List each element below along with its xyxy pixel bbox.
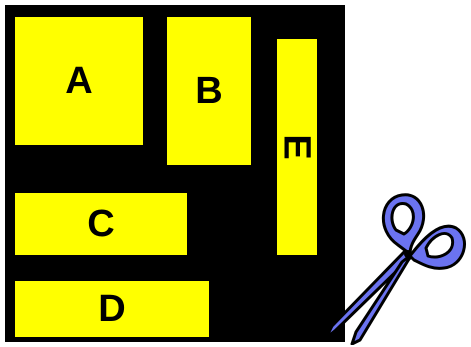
piece-b-label: B: [195, 72, 222, 110]
scissors-pivot: [404, 250, 412, 258]
piece-d-label: D: [98, 290, 125, 328]
grid-board: A B E C D: [5, 5, 345, 342]
piece-b: B: [165, 15, 253, 167]
piece-e: E: [275, 37, 319, 257]
piece-a: A: [13, 15, 145, 147]
piece-c-label: C: [87, 205, 114, 243]
piece-e-label: E: [278, 134, 316, 159]
piece-c: C: [13, 191, 189, 257]
piece-d: D: [13, 279, 211, 339]
scissors-icon: [318, 190, 468, 345]
piece-a-label: A: [65, 62, 92, 100]
